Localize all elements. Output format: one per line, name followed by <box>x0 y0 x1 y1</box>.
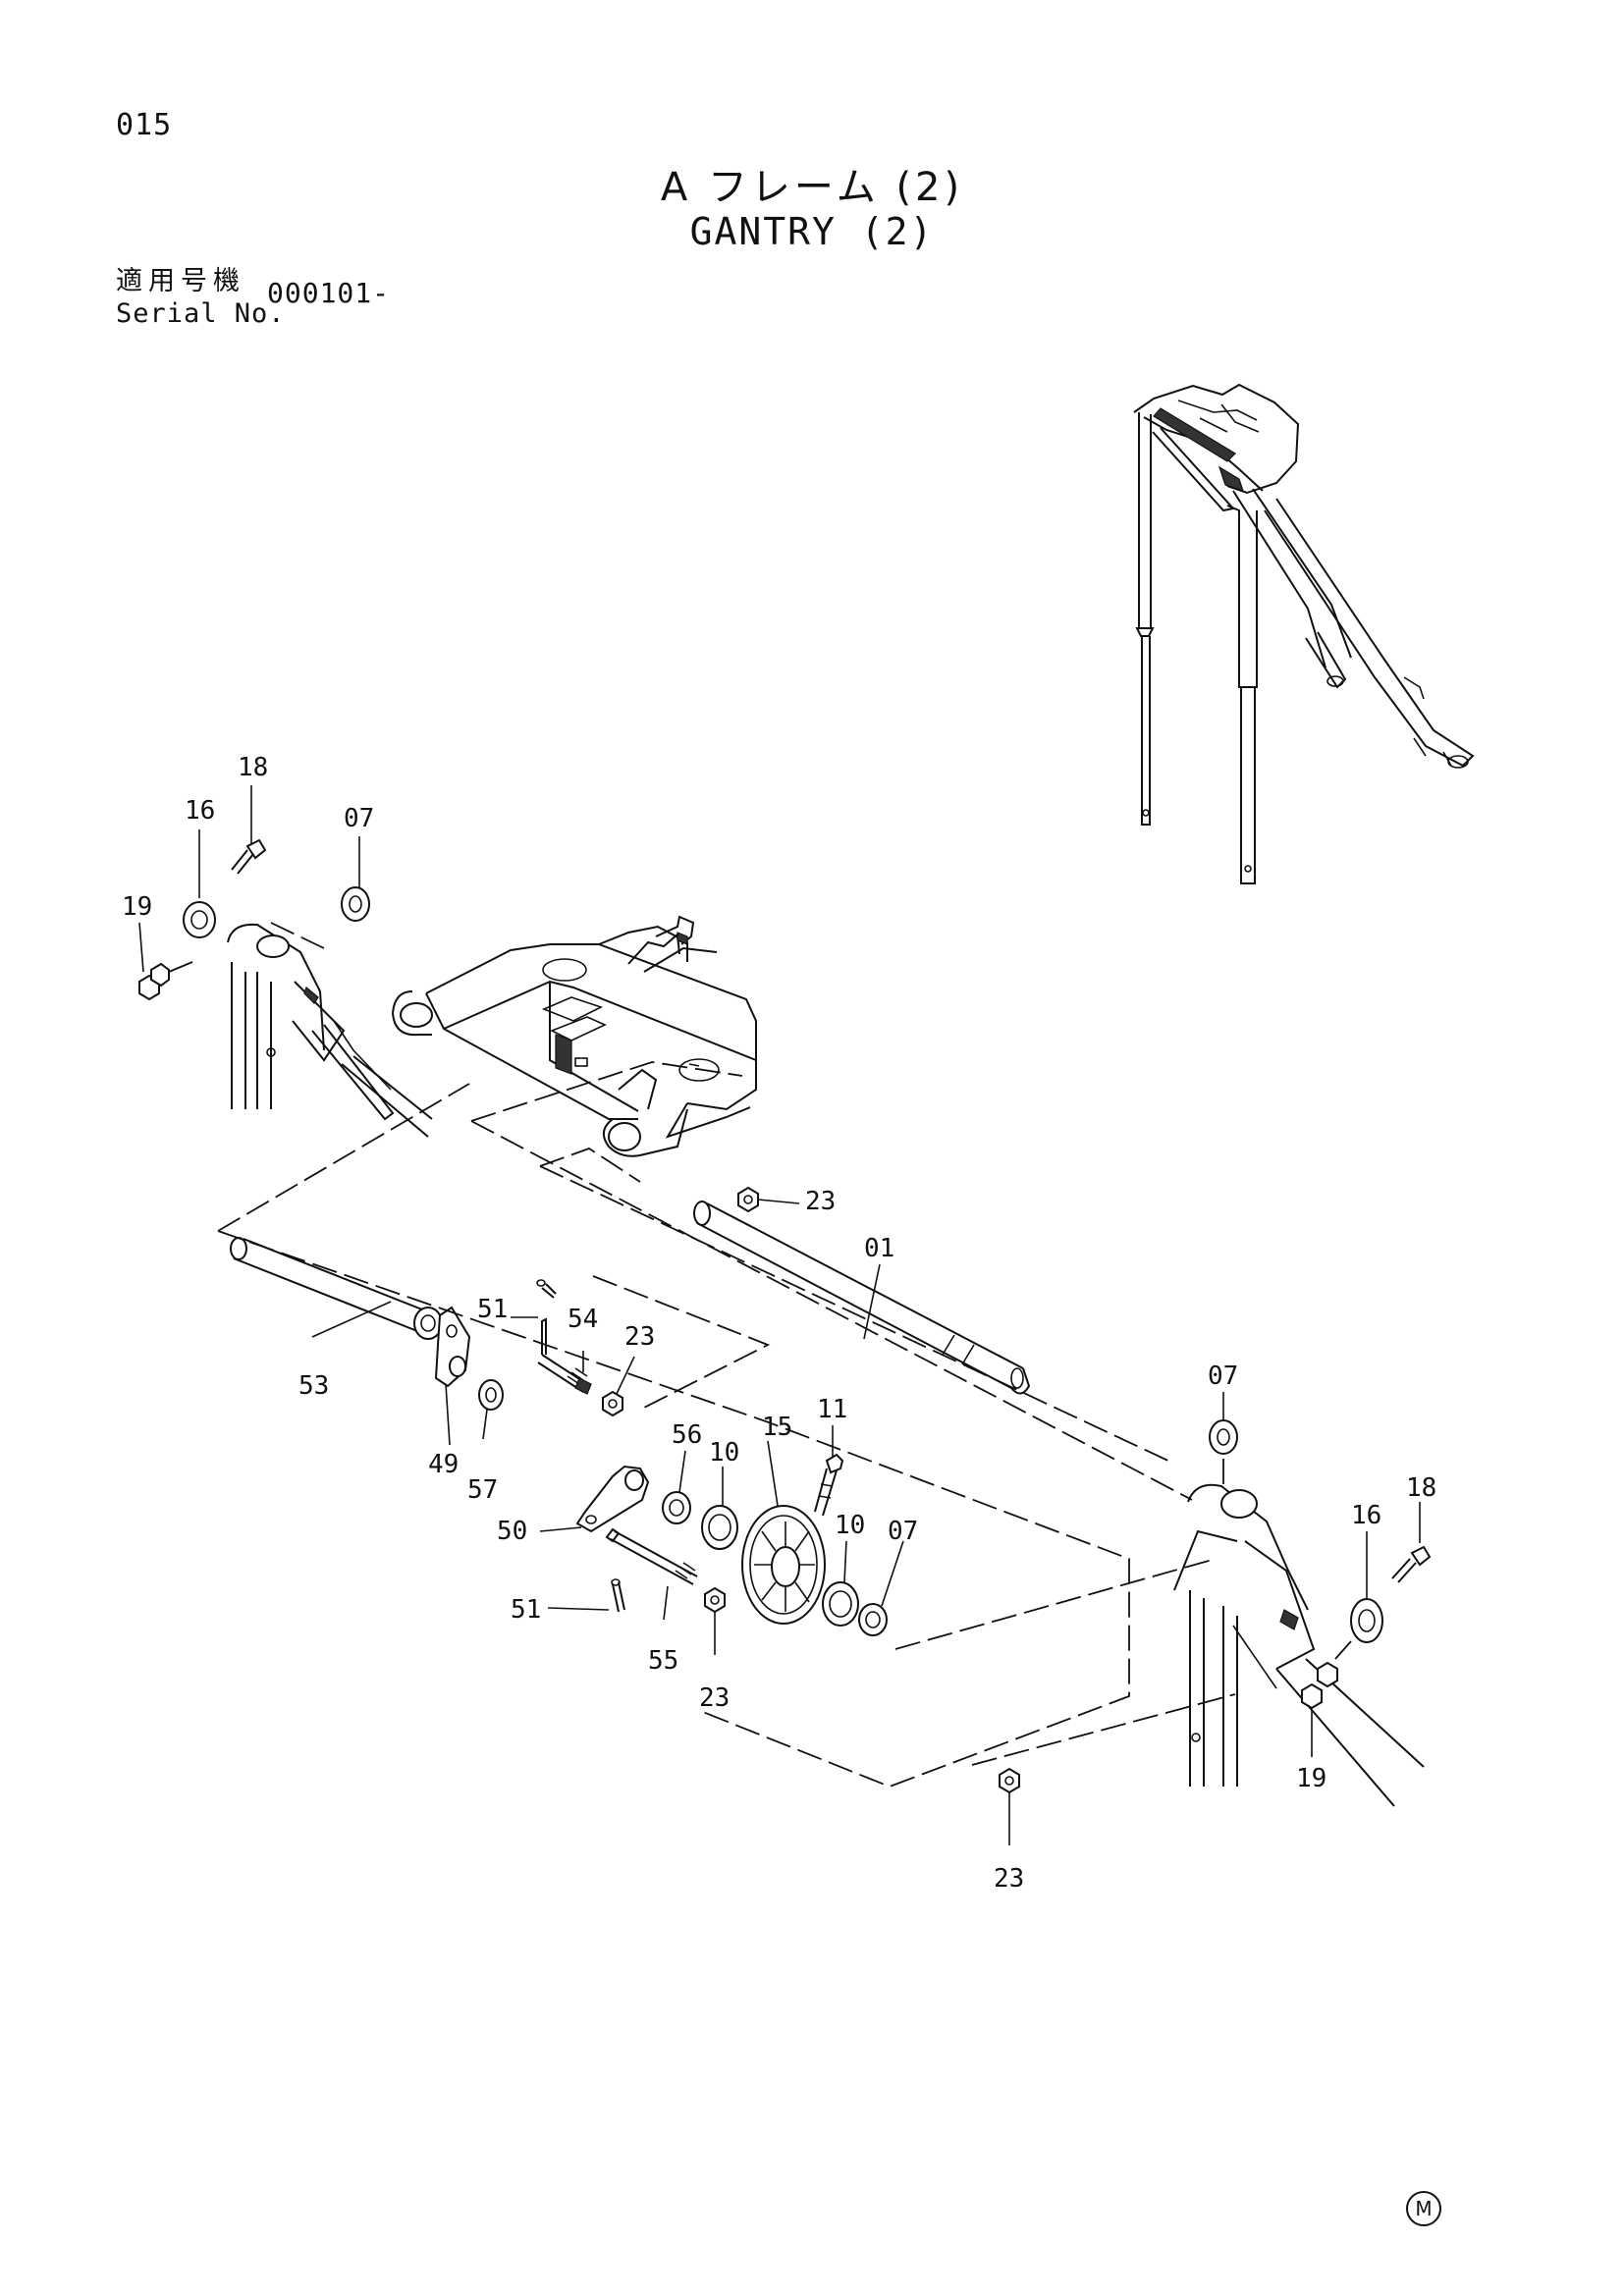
nut-23-upper <box>737 1186 759 1213</box>
callout-16: 16 <box>1351 1501 1381 1530</box>
callout-23: 23 <box>994 1864 1024 1894</box>
washer-16-lower <box>1350 1598 1383 1643</box>
shaft-01 <box>693 1201 1031 1395</box>
callout-labels: 18 16 07 19 23 01 53 51 54 23 49 57 56 1… <box>122 753 1436 1894</box>
callout-18: 18 <box>238 753 268 782</box>
page-title-japanese: A フレーム (2) <box>660 165 964 210</box>
callout-51: 51 <box>477 1295 508 1324</box>
pin-51-upper <box>536 1279 557 1299</box>
gantry-overview-inset <box>1133 383 1475 884</box>
left-gantry-arm <box>227 923 433 1138</box>
callout-10: 10 <box>709 1438 739 1468</box>
bearing-10-right <box>822 1581 859 1627</box>
callout-16: 16 <box>185 796 215 826</box>
washer-56 <box>662 1491 691 1524</box>
nut-23-mid <box>602 1390 623 1417</box>
manufacturer-mark-icon: M <box>1406 2191 1441 2226</box>
washer-57 <box>478 1379 504 1411</box>
sheave-15 <box>741 1505 826 1625</box>
callout-54: 54 <box>568 1305 598 1334</box>
pipe-53 <box>230 1237 443 1340</box>
callout-23: 23 <box>624 1322 655 1352</box>
callout-10: 10 <box>835 1511 865 1540</box>
bolt-18-lower <box>1391 1545 1432 1583</box>
callout-55: 55 <box>648 1646 678 1676</box>
page-number: 015 <box>116 108 173 142</box>
nut-19-upper <box>138 962 170 1001</box>
grease-fitting-11 <box>814 1453 844 1517</box>
nut-19-lower <box>1301 1661 1338 1710</box>
right-gantry-arm <box>1173 1483 1425 1807</box>
nut-23-lower <box>704 1586 726 1614</box>
washer-07-right <box>1209 1419 1238 1455</box>
serial-number-value: 000101- <box>267 277 391 309</box>
assembly-lines <box>168 922 1352 1788</box>
leader-lines <box>138 785 1421 1845</box>
bolt-54 <box>537 1317 592 1395</box>
callout-01: 01 <box>864 1234 894 1263</box>
callout-23: 23 <box>699 1683 730 1713</box>
callout-53: 53 <box>298 1371 329 1401</box>
callout-07: 07 <box>888 1517 918 1546</box>
callout-50: 50 <box>497 1517 527 1546</box>
callout-15: 15 <box>762 1413 792 1442</box>
gantry-center-body <box>391 915 757 1157</box>
callout-19: 19 <box>1296 1764 1326 1793</box>
washer-16-upper <box>183 901 216 938</box>
washer-07-upper <box>341 886 370 922</box>
pin-51-lower <box>611 1578 625 1613</box>
bolt-18-upper <box>231 838 267 875</box>
callout-07: 07 <box>344 804 374 833</box>
bearing-10-left <box>701 1505 738 1550</box>
callout-19: 19 <box>122 892 152 922</box>
bolt-55 <box>605 1527 698 1585</box>
serial-label-japanese: 適用号機 <box>116 266 245 296</box>
plate-49 <box>434 1306 471 1388</box>
callout-49: 49 <box>428 1450 459 1479</box>
callout-56: 56 <box>672 1420 702 1450</box>
callout-18: 18 <box>1406 1473 1436 1503</box>
callout-07: 07 <box>1208 1362 1238 1391</box>
plate-50 <box>575 1465 650 1533</box>
serial-label-english: Serial No. <box>116 298 286 329</box>
page-title-english: GANTRY (2) <box>689 210 935 253</box>
callout-11: 11 <box>817 1395 847 1424</box>
callout-57: 57 <box>467 1475 498 1505</box>
nut-23-bottom <box>999 1767 1020 1794</box>
washer-07-center <box>858 1603 888 1636</box>
callout-51: 51 <box>511 1595 541 1625</box>
callout-23: 23 <box>805 1187 836 1216</box>
